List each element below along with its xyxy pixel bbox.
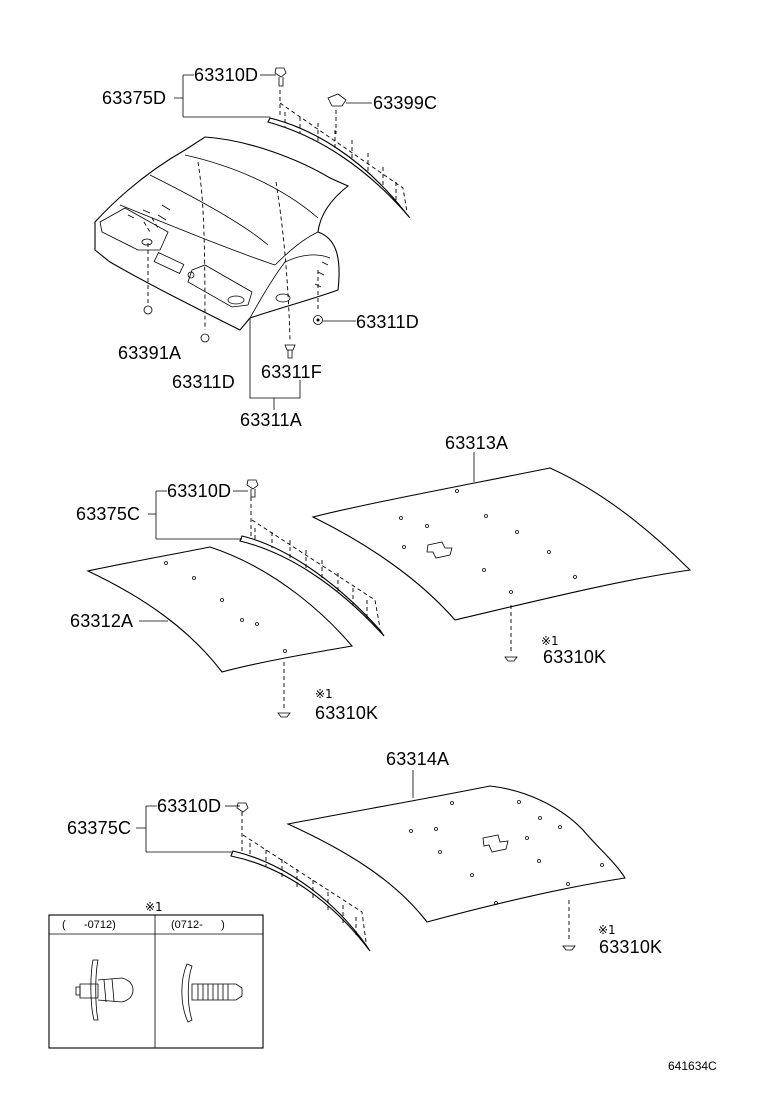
headliner-assembly <box>94 136 350 359</box>
label-63311D-bottom: 63311D <box>172 372 235 392</box>
roof-rail-trim-1 <box>267 67 411 219</box>
roof-rail-trim-2 <box>239 479 385 637</box>
label-63312A: 63312A <box>70 611 133 631</box>
label-63310K-right: 63310K <box>543 647 606 667</box>
screw-clip-icon <box>181 963 243 1023</box>
figure-id: 641634C <box>668 1059 717 1073</box>
label-63310D-lower: 63310D <box>157 796 221 816</box>
leaders-group-3 <box>136 770 414 853</box>
label-63310K-lower: 63310K <box>599 937 662 957</box>
note-mark-bottom: ※1 <box>315 687 333 701</box>
push-rivet-clip-icon <box>75 959 134 1021</box>
label-63311A: 63311A <box>240 410 302 430</box>
label-63310K-bottom: 63310K <box>315 703 378 723</box>
panel-2-holes <box>399 489 577 594</box>
fastener-63310K-bottom <box>277 662 291 718</box>
label-63375D: 63375D <box>102 88 166 108</box>
label-63375C-lower: 63375C <box>67 818 131 838</box>
label-63310D-mid: 63310D <box>167 481 231 501</box>
label-63391A: 63391A <box>118 343 181 363</box>
label-63311F: 63311F <box>261 362 322 382</box>
label-63310D-top: 63310D <box>194 65 258 85</box>
inset-header-right: (0712- ) <box>171 919 225 931</box>
label-63314A: 63314A <box>386 749 449 769</box>
inset-header-left: ( -0712) <box>62 919 116 931</box>
panel-1-holes <box>164 561 287 653</box>
roof-silencer-63314A <box>286 785 626 923</box>
note-mark-lower: ※1 <box>598 923 616 937</box>
roof-rail-trim-3 <box>230 802 371 952</box>
fastener-63310K-lower <box>562 900 576 951</box>
leaders-group-1 <box>174 74 372 410</box>
label-63311D-right: 63311D <box>356 312 419 332</box>
label-63399C: 63399C <box>373 93 437 113</box>
roof-silencer-63313A <box>311 467 692 621</box>
fastener-63310K-right <box>504 605 518 662</box>
note-mark-right: ※1 <box>541 634 559 648</box>
label-63375C-mid: 63375C <box>76 504 140 524</box>
roof-silencer-63312A <box>86 546 354 673</box>
inset-note-mark: ※1 <box>145 900 163 914</box>
label-63313A: 63313A <box>445 433 508 453</box>
fastener-variant-inset: ※1 ( -0712) (0712- ) <box>48 900 264 1049</box>
panel-3-holes <box>409 800 604 905</box>
leaders-group-2 <box>139 452 475 622</box>
